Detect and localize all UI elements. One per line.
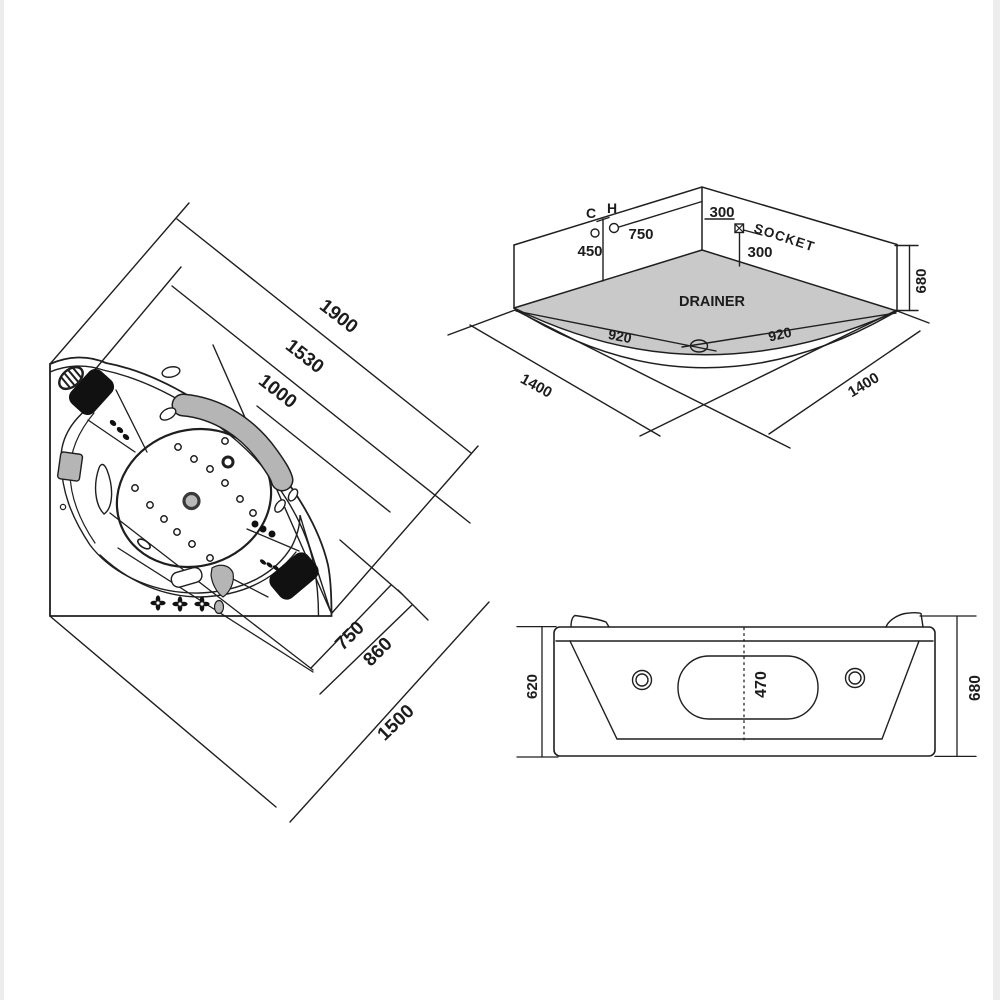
svg-text:920: 920 <box>607 326 633 346</box>
svg-text:680: 680 <box>913 268 930 293</box>
svg-text:300: 300 <box>747 244 772 261</box>
svg-text:300: 300 <box>709 204 734 221</box>
svg-text:C: C <box>586 205 596 221</box>
svg-text:470: 470 <box>753 671 770 698</box>
svg-text:DRAINER: DRAINER <box>679 294 746 310</box>
svg-text:920: 920 <box>767 324 794 345</box>
svg-text:680: 680 <box>967 675 984 701</box>
svg-text:450: 450 <box>577 243 602 260</box>
svg-text:620: 620 <box>524 674 541 699</box>
svg-text:H: H <box>607 200 617 216</box>
svg-text:750: 750 <box>628 226 653 243</box>
